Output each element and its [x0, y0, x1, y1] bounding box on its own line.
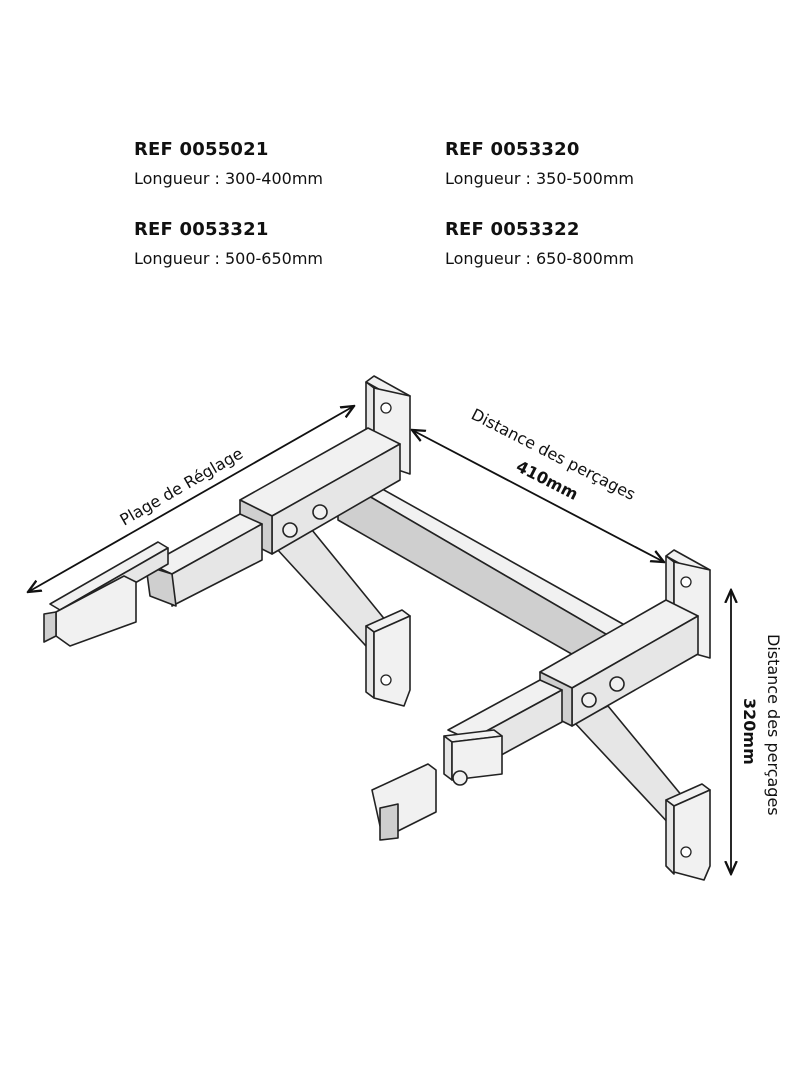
vertical-distance-label: Distance des perçages: [764, 634, 783, 816]
mount-hole: [380, 402, 392, 414]
lower-bracket: [371, 549, 711, 881]
reference-block: REF 0053320 Longueur : 350-500mm: [445, 138, 745, 192]
u-clamp-nut: [43, 611, 57, 643]
bolt-icon: [312, 504, 328, 520]
bolt-icon: [581, 692, 597, 708]
clamp-plate: [443, 735, 453, 781]
reference-code: REF 0055021: [134, 139, 269, 160]
mount-hole: [380, 674, 392, 686]
bolt-icon: [609, 676, 625, 692]
upper-bracket: [43, 375, 631, 707]
wall-plate-bottom: [673, 789, 711, 881]
adjustment-range-label: Plage de Réglage: [117, 444, 247, 530]
mount-hole: [680, 846, 692, 858]
reference-code: REF 0053320: [445, 139, 580, 160]
horizontal-distance-arrow: [412, 430, 664, 562]
wall-plate-bottom: [665, 799, 675, 875]
clamp-plate: [451, 735, 503, 781]
reference-length: Longueur : 500-650mm: [134, 249, 324, 268]
reference-code: REF 0053322: [445, 219, 580, 240]
adjustment-range-arrow: [28, 406, 354, 592]
bolt-icon: [452, 770, 468, 786]
wall-plate-bottom: [365, 625, 375, 699]
reference-length: Longueur : 300-400mm: [134, 169, 324, 188]
reference-length: Longueur : 350-500mm: [445, 169, 635, 188]
reference-block: REF 0053322 Longueur : 650-800mm: [445, 218, 745, 272]
reference-code: REF 0053321: [134, 219, 269, 240]
wall-plate-bottom: [373, 615, 411, 707]
reference-block: REF 0053321 Longueur : 500-650mm: [134, 218, 434, 272]
mount-hole: [680, 576, 692, 588]
reference-length: Longueur : 650-800mm: [445, 249, 635, 268]
reference-block: REF 0055021 Longueur : 300-400mm: [134, 138, 434, 192]
bolt-icon: [282, 522, 298, 538]
u-clamp-nut: [379, 803, 399, 841]
vertical-distance-value: 320mm: [740, 698, 759, 765]
